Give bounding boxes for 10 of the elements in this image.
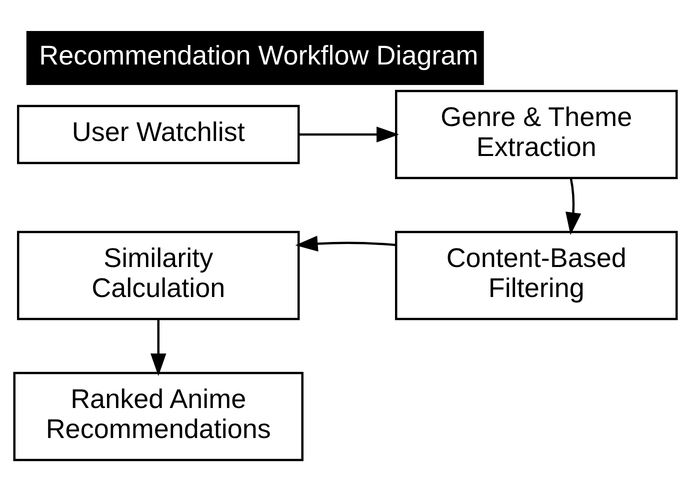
arrow bbox=[295, 235, 396, 252]
node-box: Similarity Calculation bbox=[17, 230, 300, 320]
node-box: User Watchlist bbox=[17, 104, 300, 164]
node-box: Content-Based Filtering bbox=[395, 230, 678, 320]
arrow bbox=[566, 177, 582, 234]
node-box: Genre & Theme Extraction bbox=[395, 89, 678, 179]
arrow bbox=[150, 318, 166, 376]
arrow bbox=[298, 126, 400, 142]
node-box: Ranked Anime Recommendations bbox=[13, 371, 304, 461]
diagram-title: Recommendation Workflow Diagram bbox=[39, 40, 478, 70]
